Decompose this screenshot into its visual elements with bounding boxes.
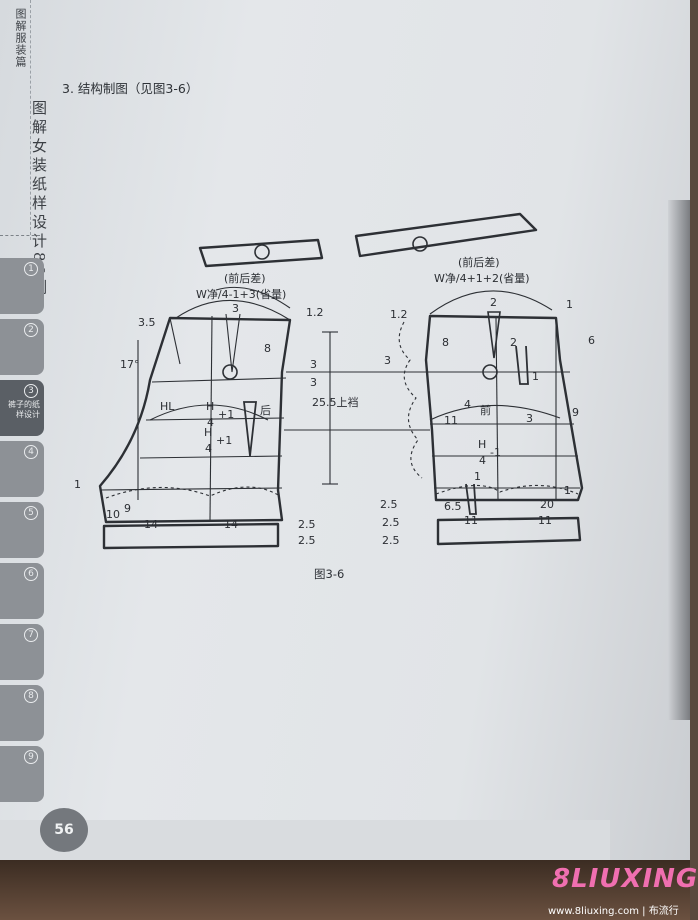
dim: 3 bbox=[310, 358, 317, 371]
dim: 3.5 bbox=[138, 316, 156, 329]
book-title: 图解女装纸样设计80例 bbox=[30, 100, 48, 299]
back-waist-formula: W净/4-1+3(省量) bbox=[196, 287, 286, 301]
front-frac-num: H bbox=[478, 438, 486, 451]
hl-label: HL bbox=[160, 400, 175, 413]
dim: 2.5 bbox=[382, 534, 400, 547]
tab-number: 3 bbox=[24, 384, 38, 398]
chapter-tab[interactable]: 4 bbox=[0, 441, 44, 497]
front-diff-label: (前后差) bbox=[458, 255, 500, 269]
dim: 8 bbox=[264, 342, 271, 355]
chapter-tabs: 1 2 3 裤子的纸样设计 4 5 6 7 8 9 bbox=[0, 258, 48, 807]
watermark: 8LIUXING www.8liuxing.com | 布流行 bbox=[540, 862, 697, 920]
page-edge bbox=[668, 200, 690, 720]
front-hip-button bbox=[482, 364, 498, 380]
dim: 4 bbox=[464, 398, 471, 411]
back-formula-2: +1 bbox=[216, 434, 232, 447]
dim: 1 bbox=[564, 484, 571, 497]
dim: 3 bbox=[526, 412, 533, 425]
dim: 2.5 bbox=[298, 518, 316, 531]
rise-label: 25.5上裆 bbox=[312, 396, 359, 409]
tab-number: 5 bbox=[24, 506, 38, 520]
floor-background bbox=[0, 860, 690, 920]
spine-strip: 图解服装篇 bbox=[0, 0, 31, 240]
back-frac-num-1: H bbox=[206, 400, 214, 413]
front-formula: -1 bbox=[490, 446, 501, 459]
front-side-label: 前 bbox=[480, 403, 491, 417]
dim: 2 bbox=[490, 296, 497, 309]
front-waist-formula: W净/4+1+2(省量) bbox=[434, 271, 530, 285]
chapter-tab[interactable]: 8 bbox=[0, 685, 44, 741]
back-button bbox=[254, 244, 270, 260]
back-panel-outline bbox=[98, 316, 292, 524]
chapter-tab[interactable]: 2 bbox=[0, 319, 44, 375]
dim: 2 bbox=[510, 336, 517, 349]
back-frac-den-1: 4 bbox=[207, 416, 214, 429]
tab-number: 4 bbox=[24, 445, 38, 459]
dim: 2.5 bbox=[380, 498, 398, 511]
chapter-tab[interactable]: 9 bbox=[0, 746, 44, 802]
back-hem-band bbox=[102, 522, 280, 550]
back-hip-button bbox=[222, 364, 238, 380]
dashed-divider bbox=[0, 235, 40, 236]
tab-number: 1 bbox=[24, 262, 38, 276]
dim: 10 bbox=[106, 508, 120, 521]
watermark-logo: 8LIUXING bbox=[552, 864, 698, 894]
chapter-tab[interactable]: 7 bbox=[0, 624, 44, 680]
dim: 14 bbox=[144, 518, 158, 531]
angle-label: 17° bbox=[120, 358, 140, 371]
dim: 1 bbox=[474, 470, 481, 483]
tab-number: 7 bbox=[24, 628, 38, 642]
front-panel-outline bbox=[424, 314, 584, 502]
dim: 1 bbox=[532, 370, 539, 383]
watermark-url: www.8liuxing.com | 布流行 bbox=[548, 906, 679, 917]
section-heading: 3. 结构制图（见图3-6） bbox=[62, 81, 199, 96]
back-frac-den-2: 4 bbox=[205, 442, 212, 455]
dim: 1 bbox=[566, 298, 573, 311]
front-frac-den: 4 bbox=[479, 454, 486, 467]
dim: 2.5 bbox=[382, 516, 400, 529]
dim: 11 bbox=[444, 414, 458, 427]
spine-title: 图解服装篇 bbox=[14, 8, 27, 68]
front-hem-band bbox=[436, 516, 582, 546]
dim: 20 bbox=[540, 498, 554, 511]
dim: 1 bbox=[74, 478, 81, 491]
dim: 11 bbox=[538, 514, 552, 527]
dim: 1.2 bbox=[390, 308, 408, 321]
dim: 11 bbox=[464, 514, 478, 527]
dim: 6 bbox=[588, 334, 595, 347]
dim: 2.5 bbox=[298, 534, 316, 547]
tab-label: 裤子的纸样设计 bbox=[8, 400, 40, 419]
back-side-label: 后 bbox=[260, 404, 271, 417]
back-diff-label: (前后差) bbox=[224, 271, 266, 285]
tab-number: 9 bbox=[24, 750, 38, 764]
dim: 9 bbox=[572, 406, 579, 419]
page-number: 56 bbox=[40, 808, 88, 852]
back-waistband bbox=[198, 238, 324, 268]
dim: 8 bbox=[442, 336, 449, 349]
dim: 3 bbox=[232, 302, 239, 315]
dim: 1.2 bbox=[306, 306, 324, 319]
back-formula-1: +1 bbox=[218, 408, 234, 421]
figure-caption: 图3-6 bbox=[314, 567, 345, 581]
chapter-tab[interactable]: 6 bbox=[0, 563, 44, 619]
tab-number: 2 bbox=[24, 323, 38, 337]
front-button bbox=[412, 236, 428, 252]
front-waistband bbox=[354, 212, 538, 258]
tab-number: 6 bbox=[24, 567, 38, 581]
chapter-tab-active[interactable]: 3 裤子的纸样设计 bbox=[0, 380, 44, 436]
dim: 6.5 bbox=[444, 500, 462, 513]
chapter-tab[interactable]: 1 bbox=[0, 258, 44, 314]
dim: 9 bbox=[124, 502, 131, 515]
dim: 3 bbox=[384, 354, 391, 367]
chapter-tab[interactable]: 5 bbox=[0, 502, 44, 558]
dim: 14 bbox=[224, 518, 238, 531]
back-frac-num-2: H bbox=[204, 426, 212, 439]
dim: 3 bbox=[310, 376, 317, 389]
tab-number: 8 bbox=[24, 689, 38, 703]
